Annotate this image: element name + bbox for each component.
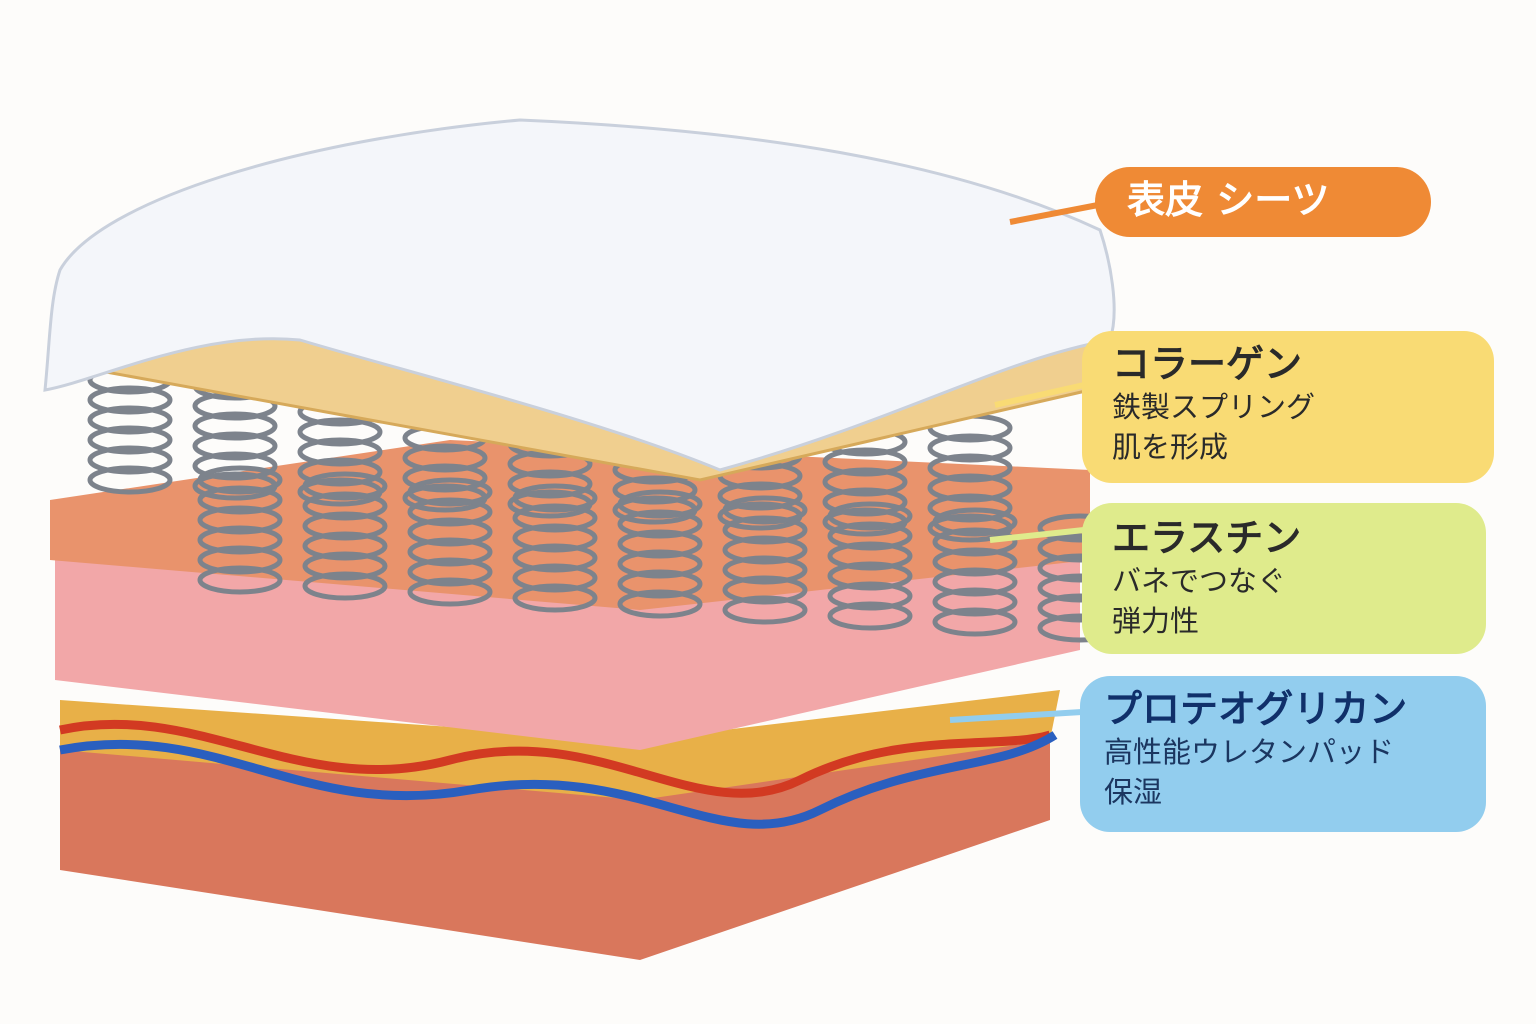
- label-title: 表皮 シーツ: [1127, 178, 1330, 222]
- spring-coil: [192, 411, 278, 441]
- pink-cushion-layer: [55, 560, 1080, 750]
- spring-coil: [407, 557, 493, 587]
- spring-coil: [302, 551, 388, 581]
- spring-coil: [302, 511, 388, 541]
- spring-coil: [827, 601, 913, 631]
- spring-coil: [297, 457, 383, 487]
- spring-coil: [617, 509, 703, 539]
- spring-coil: [197, 545, 283, 575]
- spring-coil: [927, 433, 1013, 463]
- spring-coil: [192, 431, 278, 461]
- spring-coil: [822, 487, 908, 517]
- spring-coil: [302, 531, 388, 561]
- label-line: 鉄製スプリング: [1112, 390, 1316, 424]
- spring-coil: [617, 569, 703, 599]
- spring-coil: [407, 517, 493, 547]
- spring-coil: [932, 507, 1018, 537]
- label-line: 高性能ウレタンパッド: [1104, 735, 1395, 769]
- spring-coil: [402, 463, 488, 493]
- spring-coil: [722, 575, 808, 605]
- spring-coil: [827, 541, 913, 571]
- spring-coil: [617, 529, 703, 559]
- spring-coil: [512, 583, 598, 613]
- label-line: 肌を形成: [1112, 430, 1229, 464]
- spring-coil: [827, 501, 913, 531]
- epidermis-pointer: [1009, 202, 1099, 225]
- spring-coil: [512, 483, 598, 513]
- spring-coil: [197, 525, 283, 555]
- label-line: 弾力性: [1112, 604, 1200, 638]
- spring-coil: [297, 437, 383, 467]
- sheet: [43, 118, 1116, 472]
- spring-coil: [407, 477, 493, 507]
- spring-coil: [507, 469, 593, 499]
- spring-coil: [297, 417, 383, 447]
- spring-coil: [722, 555, 808, 585]
- spring-coil: [617, 589, 703, 619]
- spring-coil: [87, 465, 173, 495]
- spring-coil: [87, 445, 173, 475]
- label-title: プロテオグリカン: [1104, 687, 1408, 731]
- spring-coil: [407, 497, 493, 527]
- spring-coil: [722, 535, 808, 565]
- spring-coil: [197, 465, 283, 495]
- spring-coil: [197, 485, 283, 515]
- spring-coil: [87, 405, 173, 435]
- spring-coil: [927, 493, 1013, 523]
- spring-coil: [192, 451, 278, 481]
- spring-coil: [932, 587, 1018, 617]
- spring-coil: [932, 547, 1018, 577]
- label-line: バネでつなぐ: [1112, 564, 1287, 598]
- spring-coil: [402, 443, 488, 473]
- label-collagen: コラーゲン 鉄製スプリング 肌を形成: [1082, 331, 1494, 483]
- spring-coil: [87, 385, 173, 415]
- spring-coil: [722, 515, 808, 545]
- spring-coil: [512, 503, 598, 533]
- collagen-pointer: [994, 382, 1085, 408]
- spring-coil: [302, 491, 388, 521]
- spring-coil: [827, 561, 913, 591]
- spring-coil: [612, 475, 698, 505]
- spring-coil: [302, 571, 388, 601]
- label-proteoglycan: プロテオグリカン 高性能ウレタンパッド 保湿: [1080, 676, 1486, 832]
- spring-coil: [932, 607, 1018, 637]
- spring-coil: [927, 453, 1013, 483]
- spring-coil: [512, 563, 598, 593]
- spring-coil: [87, 425, 173, 455]
- label-title: コラーゲン: [1112, 342, 1303, 386]
- spring-coil: [822, 467, 908, 497]
- label-epidermis-sheet: 表皮 シーツ: [1095, 167, 1431, 237]
- spring-coil: [407, 577, 493, 607]
- label-elastin: エラスチン バネでつなぐ 弾力性: [1082, 503, 1486, 654]
- spring-coil: [197, 565, 283, 595]
- spring-coil: [722, 595, 808, 625]
- spring-coil: [717, 481, 803, 511]
- spring-coil: [197, 505, 283, 535]
- spring-coil: [822, 447, 908, 477]
- label-line: 保湿: [1104, 775, 1163, 809]
- spring-coil: [512, 543, 598, 573]
- proteoglycan-pointer: [949, 709, 1083, 723]
- spring-coil: [932, 567, 1018, 597]
- label-title: エラスチン: [1112, 516, 1302, 560]
- spring-coil: [927, 473, 1013, 503]
- spring-coil: [617, 549, 703, 579]
- spring-coil: [827, 581, 913, 611]
- spring-coil: [512, 523, 598, 553]
- spring-coil: [722, 495, 808, 525]
- spring-coil: [617, 489, 703, 519]
- dermis-layer: [59, 690, 1060, 960]
- spring-coil: [932, 527, 1018, 557]
- spring-coil: [302, 471, 388, 501]
- spring-coil: [407, 537, 493, 567]
- spring-coil: [827, 521, 913, 551]
- elastin-pointer: [989, 527, 1085, 543]
